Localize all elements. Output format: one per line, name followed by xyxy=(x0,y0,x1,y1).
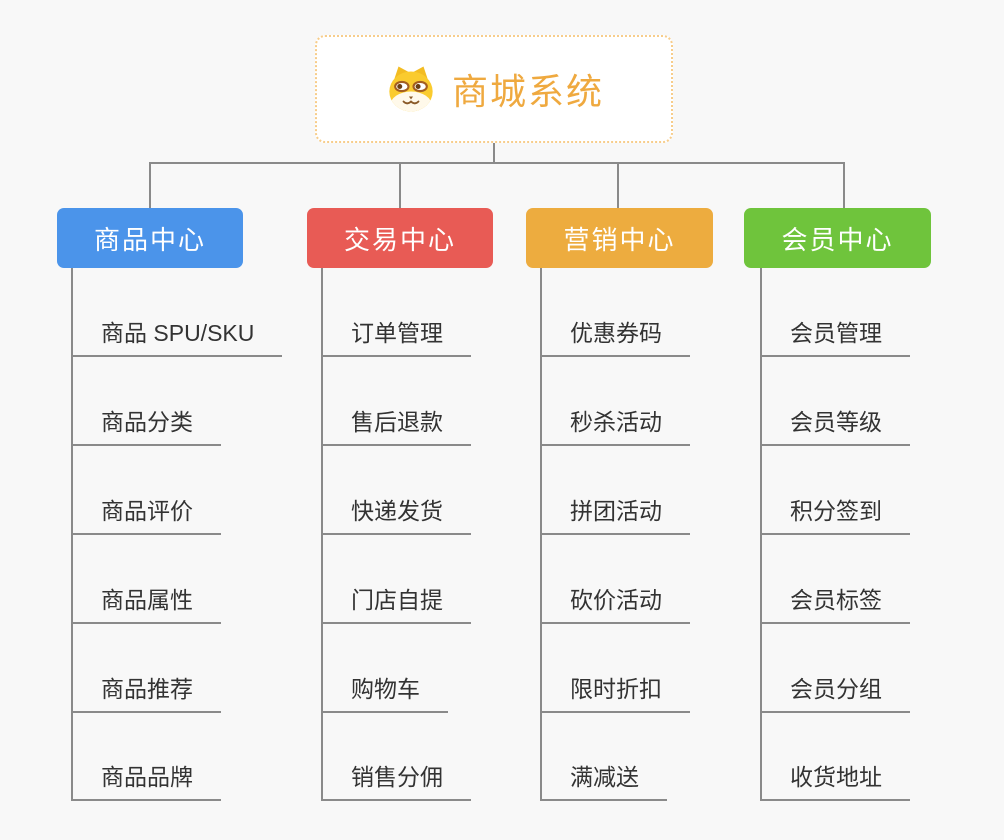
leaf-node[interactable]: 限时折扣 xyxy=(540,675,690,713)
leaf-node[interactable]: 会员分组 xyxy=(760,675,910,713)
leaf-node[interactable]: 会员等级 xyxy=(760,408,910,446)
connector-drop-product xyxy=(149,162,151,208)
branch-label: 营销中心 xyxy=(563,224,676,255)
leaf-node[interactable]: 销售分佣 xyxy=(321,763,471,801)
leaf-node[interactable]: 会员管理 xyxy=(760,319,910,357)
leaf-node[interactable]: 秒杀活动 xyxy=(540,408,690,446)
leaf-node[interactable]: 商品 SPU/SKU xyxy=(71,319,283,357)
branch-label: 会员中心 xyxy=(781,224,894,255)
leaf-node[interactable]: 收货地址 xyxy=(760,763,910,801)
leaf-node[interactable]: 购物车 xyxy=(321,675,448,713)
leaf-node[interactable]: 商品推荐 xyxy=(71,675,221,713)
leaf-node[interactable]: 拼团活动 xyxy=(540,497,690,535)
branch-label: 商品中心 xyxy=(93,224,206,255)
leaf-node[interactable]: 满减送 xyxy=(540,763,667,801)
leaf-node[interactable]: 商品分类 xyxy=(71,408,221,446)
branch-node-member-center[interactable]: 会员中心 xyxy=(744,208,931,268)
leaf-node[interactable]: 商品属性 xyxy=(71,586,221,624)
leaf-node[interactable]: 售后退款 xyxy=(321,408,471,446)
connector-drop-member xyxy=(843,162,845,208)
root-node-mall-system[interactable]: 商城系统 xyxy=(315,35,673,143)
leaf-node[interactable]: 门店自提 xyxy=(321,586,471,624)
leaf-node[interactable]: 商品评价 xyxy=(71,497,221,535)
connector-drop-marketing xyxy=(617,162,619,208)
dog-face-icon xyxy=(384,64,438,114)
leaf-node[interactable]: 快递发货 xyxy=(321,497,471,535)
connector-drop-trade xyxy=(399,162,401,208)
leaf-node[interactable]: 优惠券码 xyxy=(540,319,690,357)
connector-horizontal xyxy=(149,162,845,164)
branch-node-product-center[interactable]: 商品中心 xyxy=(57,208,243,268)
leaf-node[interactable]: 会员标签 xyxy=(760,586,910,624)
connector-root-stub xyxy=(493,143,495,163)
branch-label: 交易中心 xyxy=(343,224,456,255)
leaf-node[interactable]: 砍价活动 xyxy=(540,586,690,624)
root-title: 商城系统 xyxy=(451,71,604,112)
branch-node-marketing-center[interactable]: 营销中心 xyxy=(526,208,713,268)
leaf-node[interactable]: 积分签到 xyxy=(760,497,910,535)
leaf-node[interactable]: 订单管理 xyxy=(321,319,471,357)
branch-node-trade-center[interactable]: 交易中心 xyxy=(307,208,493,268)
leaf-node[interactable]: 商品品牌 xyxy=(71,763,221,801)
